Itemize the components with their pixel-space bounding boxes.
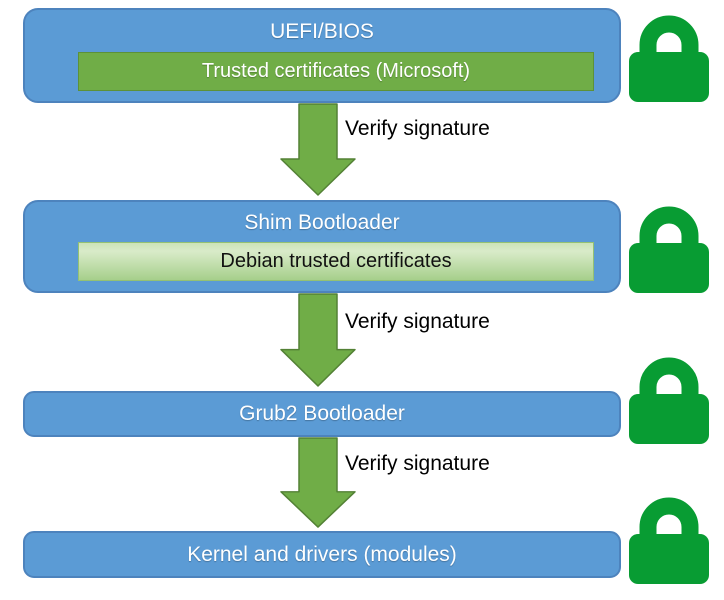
stage-title: Kernel and drivers (modules) — [187, 542, 457, 566]
lock-icon — [629, 8, 709, 102]
stage-grub2-bootloader: Grub2 Bootloader — [23, 391, 621, 437]
lock-icon — [629, 490, 709, 584]
verify-signature-label: Verify signature — [345, 310, 490, 333]
cert-label: Debian trusted certificates — [220, 250, 452, 272]
verify-signature-label: Verify signature — [345, 117, 490, 140]
lock-icon — [629, 199, 709, 293]
stage-kernel-drivers: Kernel and drivers (modules) — [23, 531, 621, 578]
down-arrow-icon — [279, 293, 357, 388]
stage-title: Shim Bootloader — [244, 211, 400, 234]
verify-signature-label: Verify signature — [345, 452, 490, 475]
down-arrow-icon — [279, 437, 357, 529]
down-arrow-icon — [279, 103, 357, 197]
cert-box-microsoft: Trusted certificates (Microsoft) — [78, 52, 594, 91]
cert-label: Trusted certificates (Microsoft) — [201, 60, 471, 82]
stage-title: UEFI/BIOS — [270, 20, 374, 43]
cert-box-debian: Debian trusted certificates — [78, 242, 594, 281]
stage-title: Grub2 Bootloader — [239, 402, 405, 425]
lock-icon — [629, 350, 709, 444]
